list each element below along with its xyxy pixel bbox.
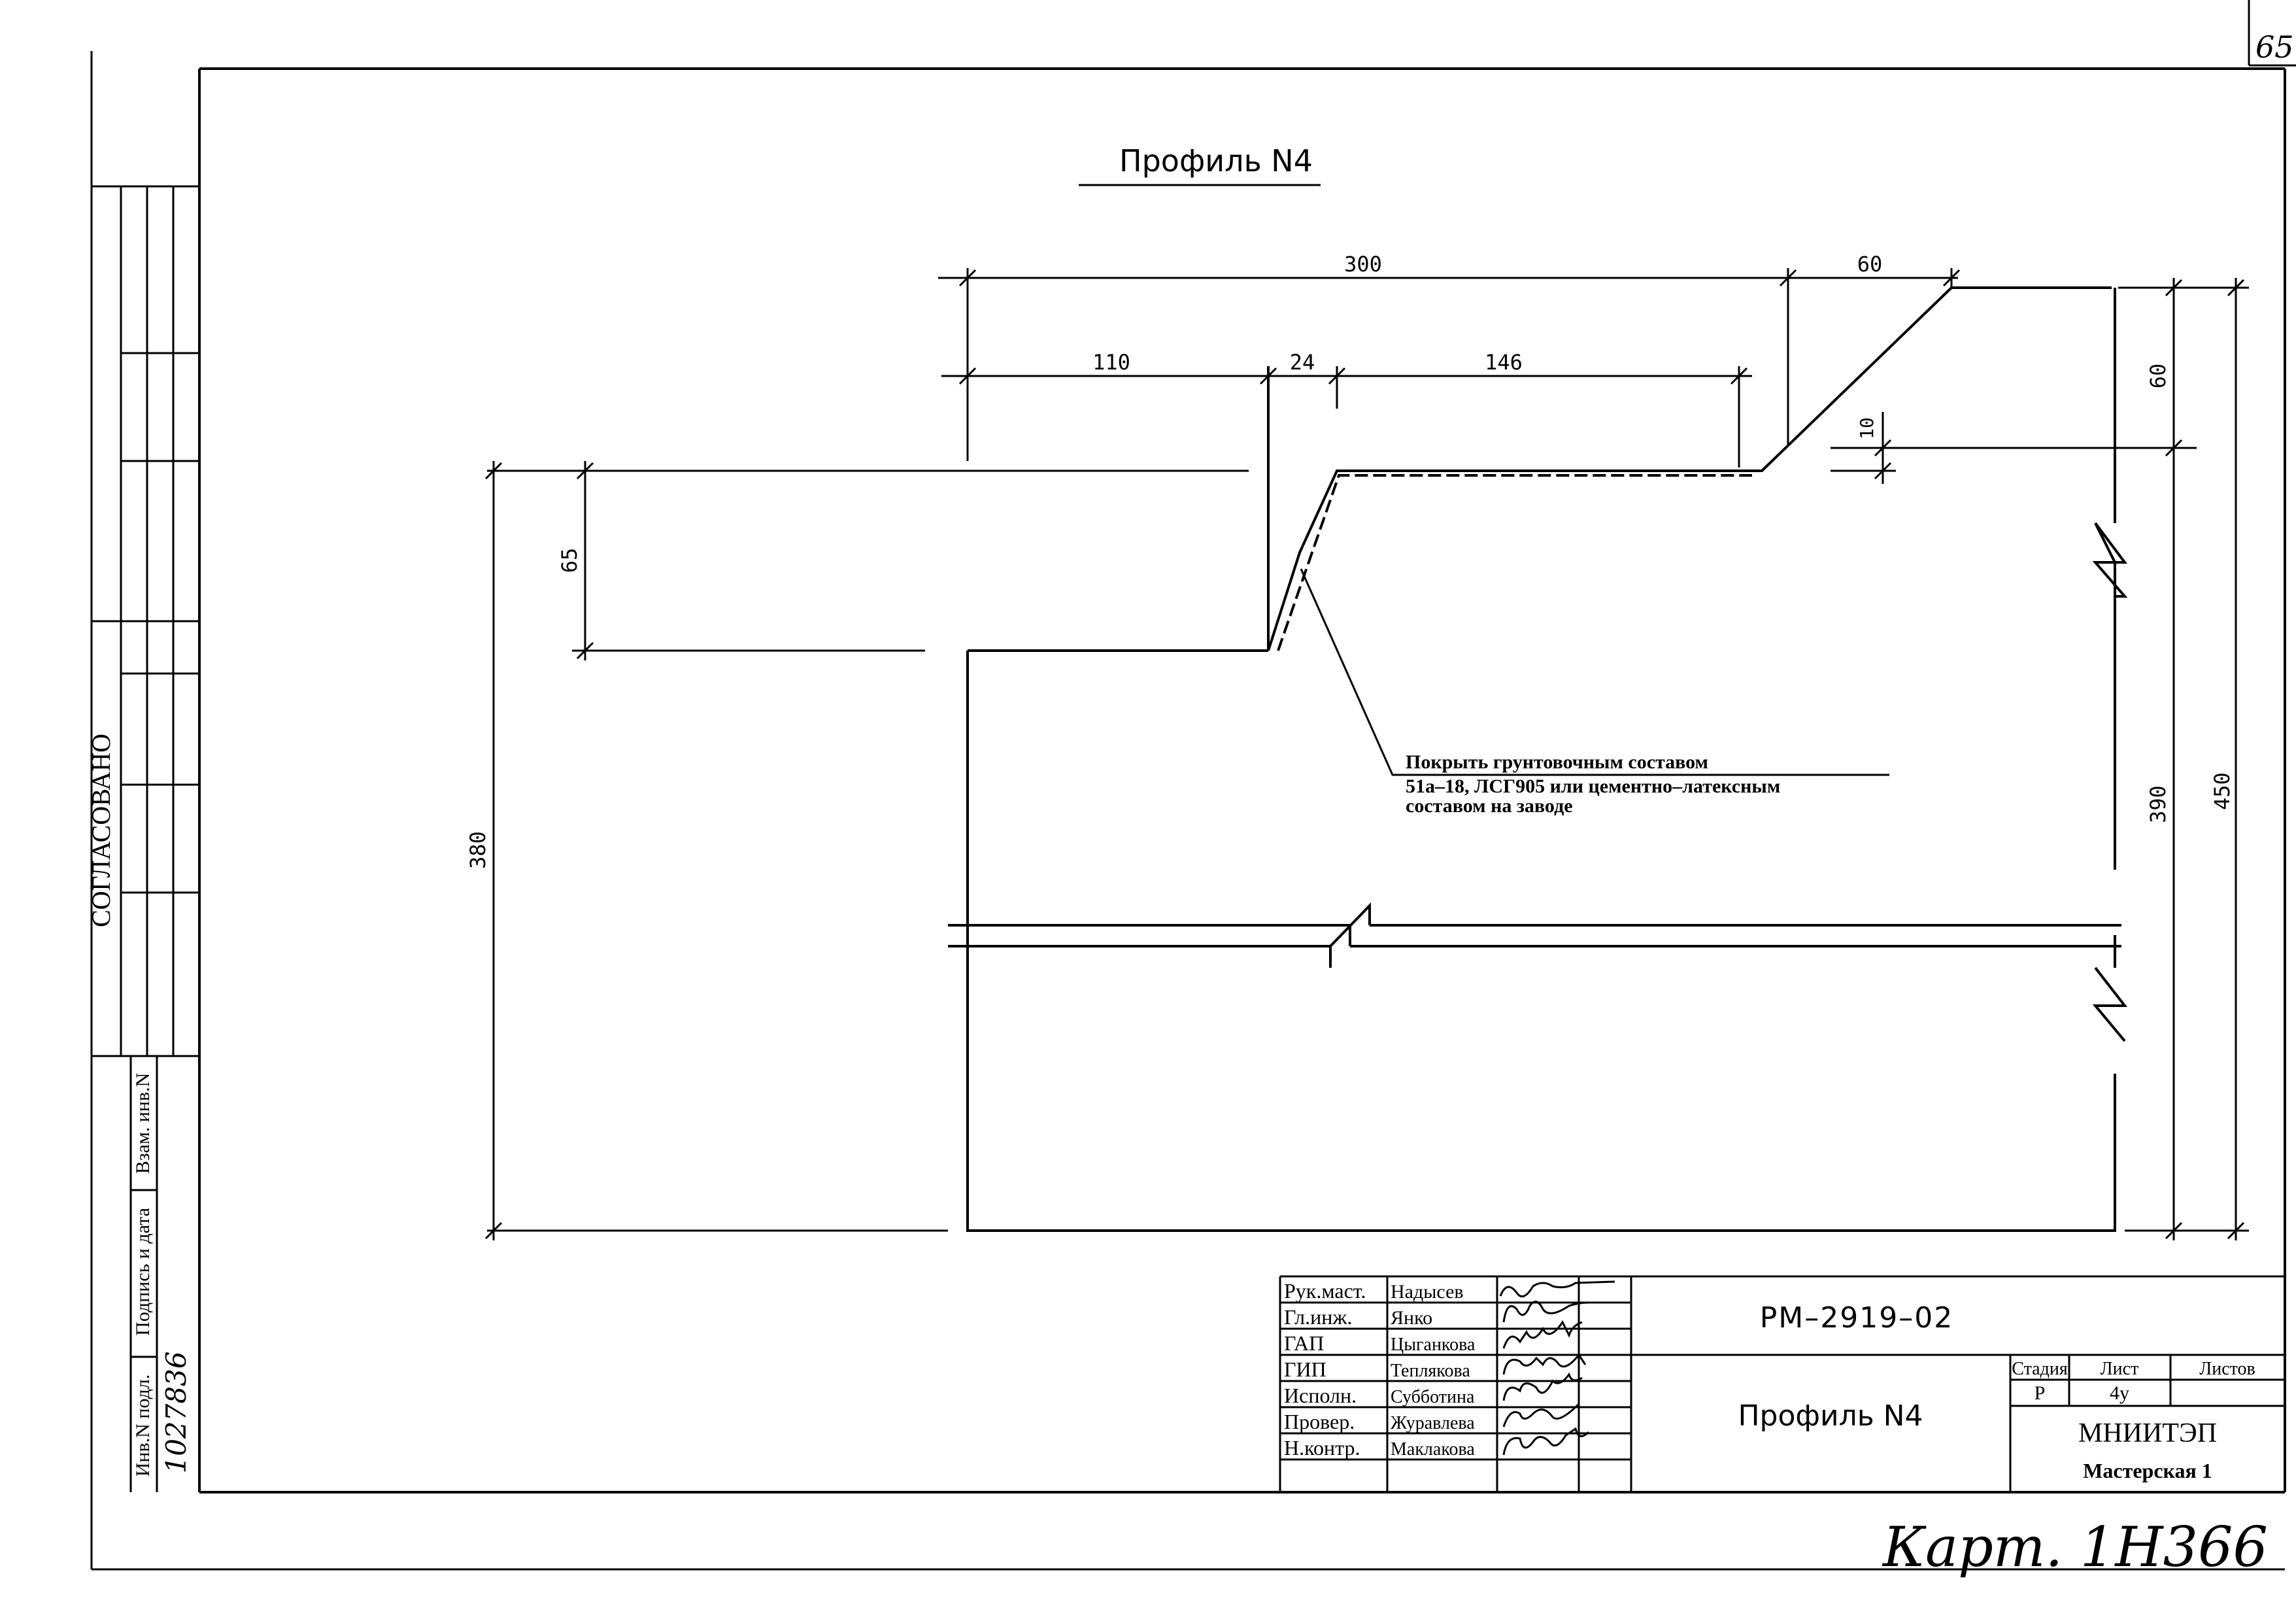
signature-3 <box>1502 1320 1583 1349</box>
sheets-label: Листов <box>2199 1359 2255 1379</box>
dim-10: 10 <box>1856 417 1878 439</box>
doc-code: РМ–2919–02 <box>1760 1301 1953 1335</box>
primer-coating-line <box>1277 474 1752 651</box>
left-binding-strip <box>92 185 199 1492</box>
dim-450: 450 <box>2210 772 2235 810</box>
dim-65: 65 <box>557 548 582 573</box>
stamp-role-2: Гл.инж. <box>1284 1305 1352 1329</box>
stamp-name-6: Журавлева <box>1391 1413 1475 1433</box>
stamp-name-4: Теплякова <box>1391 1361 1470 1381</box>
org-name: МНИИТЭП <box>2078 1418 2217 1448</box>
dim-60-right: 60 <box>2146 364 2170 389</box>
sheet-frame <box>90 0 2296 1571</box>
sign-date-label: Подпись и дата <box>132 1208 154 1336</box>
handwritten-footer: Карт. 1Н366 <box>1882 1515 2268 1579</box>
dim-390: 390 <box>2146 785 2170 823</box>
signature-2 <box>1502 1301 1589 1323</box>
stamp-role-5: Исполн. <box>1284 1384 1357 1407</box>
dim-300: 300 <box>1344 252 1382 277</box>
coating-note: Покрыть грунтовочным составом 51а–18, ЛС… <box>1406 751 1780 817</box>
note-line-3: составом на заводе <box>1406 795 1573 817</box>
stamp-name-2: Янко <box>1391 1307 1432 1329</box>
replaced-inv-label: Взам. инв.N <box>132 1073 154 1174</box>
title-block-grid <box>1279 1275 2285 1492</box>
signature-1 <box>1499 1280 1615 1298</box>
stamp-name-5: Субботина <box>1391 1387 1475 1407</box>
stamp-name-3: Цыганкова <box>1391 1335 1476 1355</box>
doc-title: Профиль N4 <box>1738 1399 1923 1433</box>
signature-4 <box>1502 1353 1587 1375</box>
stamp-role-7: Н.контр. <box>1284 1436 1360 1459</box>
stamp-role-1: Рук.маст. <box>1284 1279 1366 1303</box>
dim-60-top: 60 <box>1857 252 1883 277</box>
stamp-name-7: Маклакова <box>1391 1439 1475 1459</box>
signature-6 <box>1502 1403 1580 1427</box>
inv-number-value: 1027836 <box>160 1351 192 1473</box>
stage-value: Р <box>2034 1382 2046 1404</box>
signature-5 <box>1502 1372 1583 1401</box>
dim-380: 380 <box>465 831 490 869</box>
cutaway-break <box>948 902 2121 968</box>
note-leader <box>1300 568 1889 776</box>
signatures <box>1499 1280 1615 1456</box>
dim-24: 24 <box>1290 350 1315 375</box>
stamp-name-1: Надысев <box>1391 1281 1464 1303</box>
dimension-lines <box>484 268 2249 1240</box>
dim-110: 110 <box>1092 350 1130 375</box>
agreed-label: СОГЛАСОВАНО <box>86 734 116 927</box>
stamp-role-3: ГАП <box>1284 1331 1324 1355</box>
workshop-name: Мастерская 1 <box>2083 1459 2212 1482</box>
stamp-roles: Рук.маст. Надысев Гл.инж. Янко ГАП Цыган… <box>1284 1279 1476 1459</box>
signature-7 <box>1502 1427 1590 1456</box>
drawing-title: Профиль N4 <box>1119 143 1313 179</box>
stage-label: Стадия <box>2012 1359 2068 1379</box>
sheet-value: 4у <box>2110 1382 2129 1404</box>
stamp-role-6: Провер. <box>1284 1410 1355 1433</box>
sheet-label: Лист <box>2101 1359 2139 1379</box>
stamp-role-4: ГИП <box>1284 1357 1326 1381</box>
dim-146: 146 <box>1485 350 1523 375</box>
sheet-number: 65 <box>2255 29 2294 65</box>
inv-original-label: Инв.N подл. <box>132 1374 154 1476</box>
note-line-2: 51а–18, ЛСГ905 или цементно–латексным <box>1406 776 1780 797</box>
note-line-1: Покрыть грунтовочным составом <box>1406 751 1708 773</box>
profile-outline <box>966 286 2128 1232</box>
